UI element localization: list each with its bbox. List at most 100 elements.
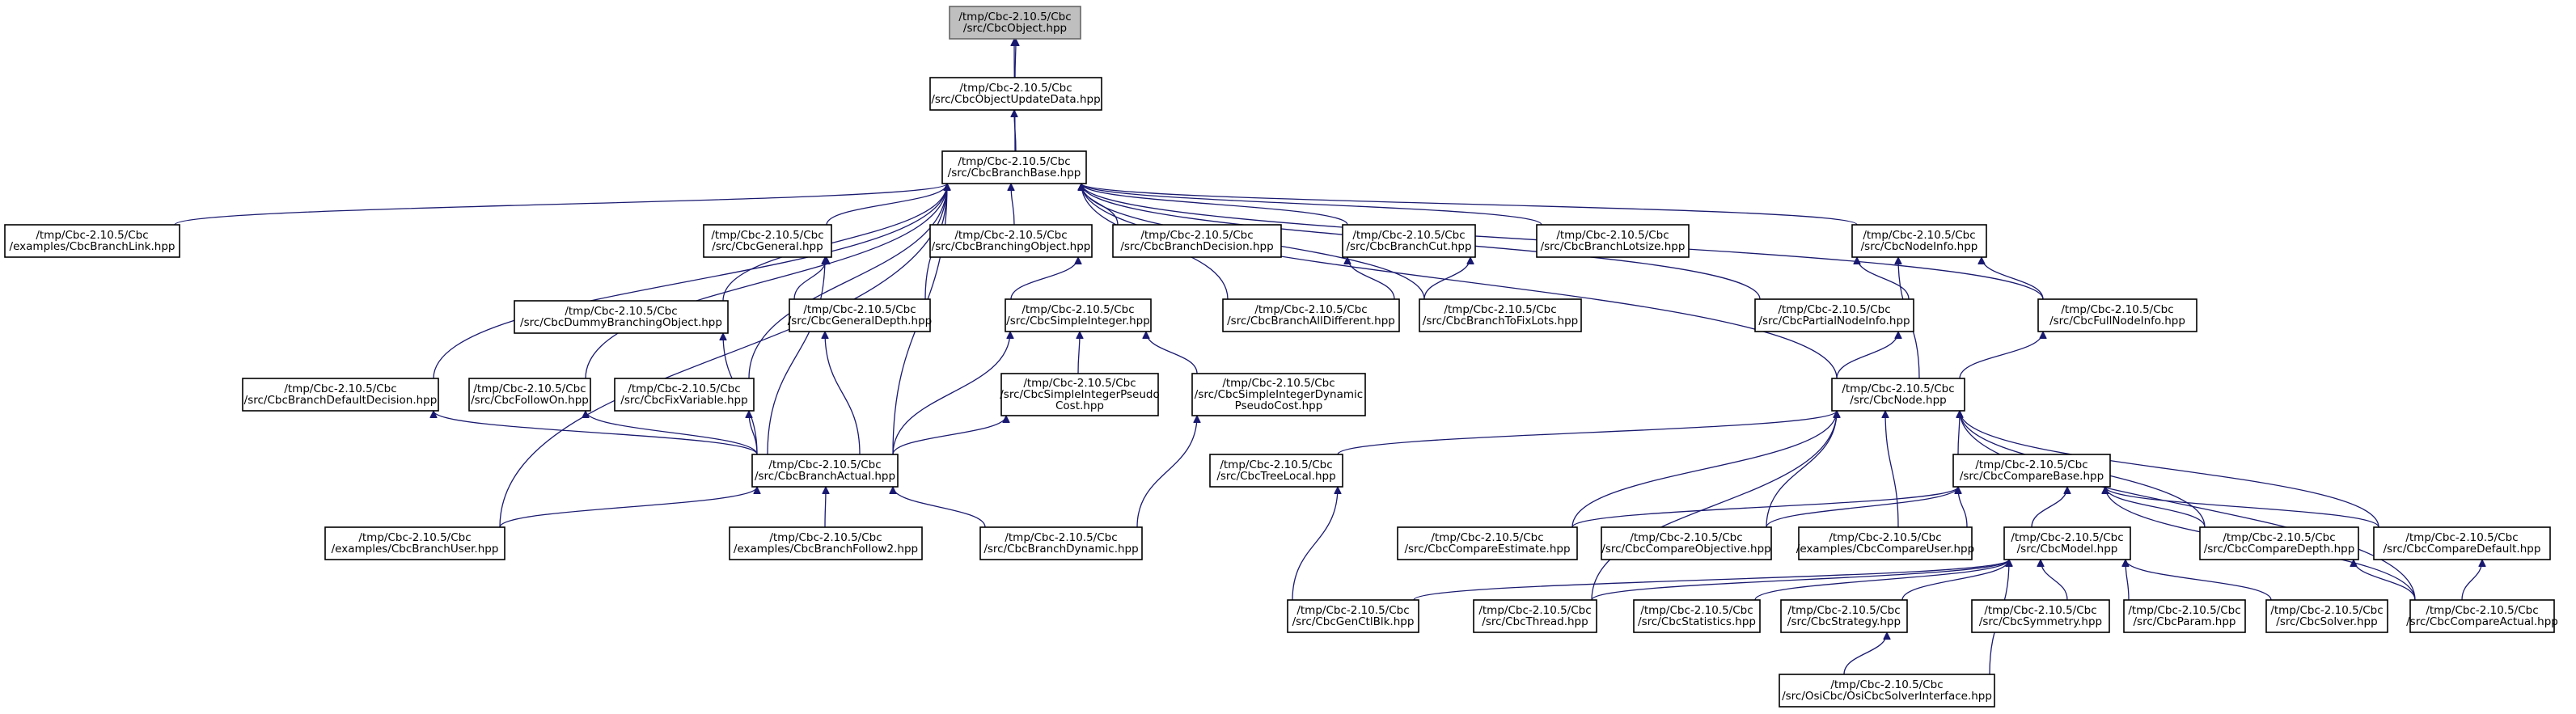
node-label-line: /src/CbcThread.hpp	[1482, 615, 1588, 628]
edge-branchactual-to-simpleinteger	[892, 332, 1010, 455]
node-label-line: /tmp/Cbc-2.10.5/Cbc	[1296, 604, 1409, 617]
node-branchcut[interactable]: /tmp/Cbc-2.10.5/Cbc/src/CbcBranchCut.hpp	[1342, 224, 1476, 258]
node-label-line: /tmp/Cbc-2.10.5/Cbc	[1005, 531, 1117, 544]
node-followon[interactable]: /tmp/Cbc-2.10.5/Cbc/src/CbcFollowOn.hpp	[468, 378, 591, 412]
node-cbcmodel[interactable]: /tmp/Cbc-2.10.5/Cbc/src/CbcModel.hpp	[2003, 526, 2131, 560]
node-label-line: /tmp/Cbc-2.10.5/Cbc	[2061, 303, 2173, 316]
node-comparebase[interactable]: /tmp/Cbc-2.10.5/Cbc/src/CbcCompareBase.h…	[1952, 454, 2111, 488]
node-label-line: /tmp/Cbc-2.10.5/Cbc	[1222, 377, 1335, 390]
edge-branchactual-to-defaultdecision	[434, 410, 758, 455]
node-compareestimate[interactable]: /tmp/Cbc-2.10.5/Cbc/src/CbcCompareEstima…	[1397, 526, 1578, 560]
edge-thread-to-cbcnode	[1591, 411, 1837, 601]
node-box	[2409, 599, 2555, 633]
edge-tofixlots-to-branchcut	[1423, 256, 1470, 300]
node-solver[interactable]: /tmp/Cbc-2.10.5/Cbc/src/CbcSolver.hpp	[2265, 599, 2388, 633]
node-object[interactable]: /tmp/Cbc-2.10.5/Cbc/src/CbcObject.hpp	[949, 6, 1081, 40]
node-box	[729, 526, 923, 560]
node-label-line: /tmp/Cbc-2.10.5/Cbc	[628, 382, 740, 395]
node-comparedepth[interactable]: /tmp/Cbc-2.10.5/Cbc/src/CbcCompareDepth.…	[2199, 526, 2359, 560]
node-treelocal[interactable]: /tmp/Cbc-2.10.5/Cbc/src/CbcTreeLocal.hpp	[1209, 454, 1343, 488]
node-label-line: /src/OsiCbc/OsiCbcSolverInterface.hpp	[1782, 690, 1992, 703]
node-label-line: /tmp/Cbc-2.10.5/Cbc	[2011, 531, 2123, 544]
node-param[interactable]: /tmp/Cbc-2.10.5/Cbc/src/CbcParam.hpp	[2123, 599, 2246, 633]
node-label-line: /src/CbcSolver.hpp	[2276, 615, 2377, 628]
node-branchactual[interactable]: /tmp/Cbc-2.10.5/Cbc/src/CbcBranchActual.…	[751, 454, 899, 488]
node-branchuser[interactable]: /tmp/Cbc-2.10.5/Cbc/examples/CbcBranchUs…	[324, 526, 505, 560]
node-genctlblk[interactable]: /tmp/Cbc-2.10.5/Cbc/src/CbcGenCtlBlk.hpp	[1287, 599, 1419, 633]
node-branchlotsize[interactable]: /tmp/Cbc-2.10.5/Cbc/src/CbcBranchLotsize…	[1536, 224, 1690, 258]
node-fullnodeinfo[interactable]: /tmp/Cbc-2.10.5/Cbc/src/CbcFullNodeInfo.…	[2037, 298, 2197, 332]
node-cbcnode[interactable]: /tmp/Cbc-2.10.5/Cbc/src/CbcNode.hpp	[1831, 378, 1965, 412]
node-label-line: Cost.hpp	[1055, 399, 1104, 412]
edge-compareestimate-to-cbcnode	[1571, 411, 1837, 528]
node-label-line: /src/CbcGeneral.hpp	[712, 240, 823, 253]
node-dynpseudocost[interactable]: /tmp/Cbc-2.10.5/Cbc/src/CbcSimpleInteger…	[1191, 373, 1366, 416]
edge-general-to-branchbase	[826, 183, 947, 226]
node-label-line: /tmp/Cbc-2.10.5/Cbc	[1023, 377, 1136, 390]
node-label-line: /src/CbcCompareActual.hpp	[2406, 615, 2558, 628]
node-label-line: /src/CbcBranchBase.hpp	[948, 167, 1081, 180]
edge-cbcnode-to-branchbase	[1081, 184, 1838, 379]
node-box	[941, 150, 1087, 184]
node-box	[751, 454, 899, 488]
node-box	[1191, 373, 1366, 416]
node-label-line: /src/CbcBranchCut.hpp	[1346, 240, 1471, 253]
node-dummybranching[interactable]: /tmp/Cbc-2.10.5/Cbc/src/CbcDummyBranchin…	[514, 300, 729, 334]
node-thread[interactable]: /tmp/Cbc-2.10.5/Cbc/src/CbcThread.hpp	[1473, 599, 1597, 633]
node-statistics[interactable]: /tmp/Cbc-2.10.5/Cbc/src/CbcStatistics.hp…	[1633, 599, 1761, 633]
node-tofixlots[interactable]: /tmp/Cbc-2.10.5/Cbc/src/CbcBranchToFixLo…	[1419, 298, 1582, 332]
node-label-line: /tmp/Cbc-2.10.5/Cbc	[565, 305, 677, 318]
node-label-line: /tmp/Cbc-2.10.5/Cbc	[768, 458, 881, 471]
node-label-line: /src/CbcBranchAllDifferent.hpp	[1227, 315, 1395, 327]
node-symmetry[interactable]: /tmp/Cbc-2.10.5/Cbc/src/CbcSymmetry.hpp	[1971, 599, 2110, 633]
node-pseudocost[interactable]: /tmp/Cbc-2.10.5/Cbc/src/CbcSimpleInteger…	[1000, 373, 1160, 416]
node-box	[1397, 526, 1578, 560]
node-strategy[interactable]: /tmp/Cbc-2.10.5/Cbc/src/CbcStrategy.hpp	[1780, 599, 1908, 633]
node-label-line: /src/CbcPartialNodeInfo.hpp	[1758, 315, 1910, 327]
node-branchfollow2[interactable]: /tmp/Cbc-2.10.5/Cbc/examples/CbcBranchFo…	[729, 526, 923, 560]
node-label-line: /tmp/Cbc-2.10.5/Cbc	[803, 303, 916, 316]
node-branchdecision[interactable]: /tmp/Cbc-2.10.5/Cbc/src/CbcBranchDecisio…	[1112, 224, 1282, 258]
edge-genctlblk-to-cbcmodel	[1413, 559, 2009, 601]
node-branchingobject[interactable]: /tmp/Cbc-2.10.5/Cbc/src/CbcBranchingObje…	[929, 224, 1093, 258]
node-label-line: /src/CbcBranchDefaultDecision.hpp	[244, 394, 438, 407]
node-branchlink[interactable]: /tmp/Cbc-2.10.5/Cbc/examples/CbcBranchLi…	[4, 224, 180, 258]
node-box	[1112, 224, 1282, 258]
node-objupd[interactable]: /tmp/Cbc-2.10.5/Cbc/src/CbcObjectUpdateD…	[929, 77, 1102, 111]
node-simpleinteger[interactable]: /tmp/Cbc-2.10.5/Cbc/src/CbcSimpleInteger…	[1005, 298, 1152, 332]
node-branchbase[interactable]: /tmp/Cbc-2.10.5/Cbc/src/CbcBranchBase.hp…	[941, 150, 1087, 184]
node-alldifferent[interactable]: /tmp/Cbc-2.10.5/Cbc/src/CbcBranchAllDiff…	[1222, 298, 1400, 332]
edge-branchcut-to-branchbase	[1081, 183, 1348, 226]
edge-comparedepth-to-comparebase	[2105, 486, 2206, 528]
edge-branchingobject-to-branchbase	[1011, 184, 1015, 226]
edge-branchlotsize-to-branchbase	[1081, 183, 1542, 226]
node-box	[1633, 599, 1761, 633]
node-box	[789, 298, 931, 332]
node-box	[2373, 526, 2551, 560]
node-label-line: /tmp/Cbc-2.10.5/Cbc	[1431, 531, 1543, 544]
node-defaultdecision[interactable]: /tmp/Cbc-2.10.5/Cbc/src/CbcBranchDefault…	[242, 378, 439, 412]
edge-comparedefault-to-cbcnode	[1960, 411, 2379, 528]
node-label-line: /src/CbcGeneralDepth.hpp	[788, 315, 933, 327]
node-label-line: /src/CbcFixVariable.hpp	[620, 394, 747, 407]
node-partialnodeinfo[interactable]: /tmp/Cbc-2.10.5/Cbc/src/CbcPartialNodeIn…	[1754, 298, 1914, 332]
node-box	[324, 526, 505, 560]
node-general[interactable]: /tmp/Cbc-2.10.5/Cbc/src/CbcGeneral.hpp	[703, 224, 832, 258]
node-branchdynamic[interactable]: /tmp/Cbc-2.10.5/Cbc/src/CbcBranchDynamic…	[979, 526, 1143, 560]
node-nodeinfo[interactable]: /tmp/Cbc-2.10.5/Cbc/src/CbcNodeInfo.hpp	[1851, 224, 1987, 258]
node-comparedefault[interactable]: /tmp/Cbc-2.10.5/Cbc/src/CbcCompareDefaul…	[2373, 526, 2551, 560]
edge-compareactual-to-comparedefault	[2461, 560, 2482, 601]
edge-thread-to-cbcmodel	[1591, 559, 2009, 601]
node-compareobjective[interactable]: /tmp/Cbc-2.10.5/Cbc/src/CbcCompareObject…	[1601, 526, 1772, 560]
node-compareactual[interactable]: /tmp/Cbc-2.10.5/Cbc/src/CbcCompareActual…	[2406, 599, 2558, 633]
node-osisolver[interactable]: /tmp/Cbc-2.10.5/Cbc/src/OsiCbc/OsiCbcSol…	[1779, 674, 1995, 708]
node-label-line: /src/CbcBranchLotsize.hpp	[1541, 240, 1686, 253]
node-label-line: /src/CbcSimpleInteger.hpp	[1006, 315, 1150, 327]
edge-branchuser-to-branchactual	[499, 486, 757, 528]
node-box	[1780, 599, 1908, 633]
node-label-line: /src/CbcCompareDepth.hpp	[2204, 543, 2355, 556]
node-compareuser[interactable]: /tmp/Cbc-2.10.5/Cbc/examples/CbcCompareU…	[1796, 526, 1974, 560]
node-generaldepth[interactable]: /tmp/Cbc-2.10.5/Cbc/src/CbcGeneralDepth.…	[788, 298, 933, 332]
edge-treelocal-to-cbcnode	[1337, 410, 1837, 455]
node-fixvariable[interactable]: /tmp/Cbc-2.10.5/Cbc/src/CbcFixVariable.h…	[614, 378, 755, 412]
